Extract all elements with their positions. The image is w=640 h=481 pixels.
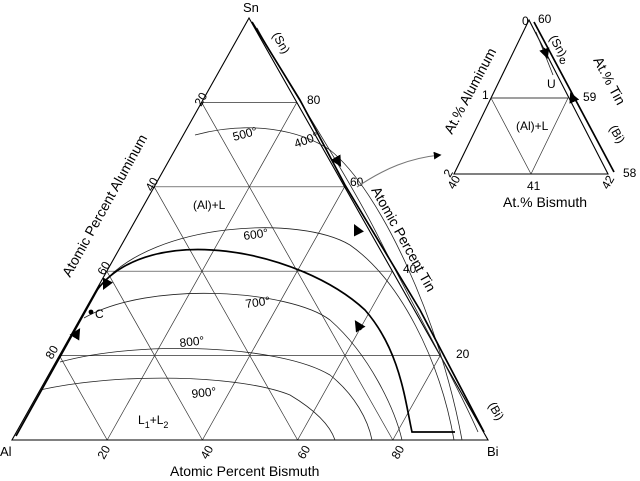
- grid-line-right-slant-0: [392, 355, 441, 441]
- inset-inner-triangle: [490, 97, 569, 175]
- isotherm-800-curve: [59, 348, 373, 441]
- bi-tick-40: 40: [197, 443, 216, 462]
- region-al-liquid-label: (Al)+L: [193, 198, 226, 212]
- al-tick-60: 60: [94, 259, 113, 278]
- isotherm-600-curve: [102, 227, 455, 441]
- region-l1-subscript: 1: [145, 420, 150, 430]
- isotherm-800-label: 800°: [179, 333, 205, 350]
- grid-line-left-slant-3: [201, 102, 394, 441]
- region-l2-subscript: 2: [163, 420, 168, 430]
- isotherm-500-label: 500°: [231, 124, 259, 144]
- point-c-marker: [88, 309, 94, 315]
- tin-tick-20: 20: [456, 347, 470, 361]
- arrow-al-edge-up: [69, 328, 81, 341]
- region-l1-l2-label: L1+L2: [138, 413, 168, 430]
- inset-point-u-label: U: [547, 77, 556, 91]
- inset-connector-arrow: [356, 151, 442, 188]
- point-c-label: C: [95, 307, 104, 321]
- inset-al-mid-tick: 1: [482, 88, 489, 102]
- inset-diagram: 60 0 58 40 1 2 59 41 42 At.% Aluminum At…: [440, 12, 636, 210]
- inset-phase-bi-label: (Bi): [606, 123, 627, 146]
- inset-sn-bold-edge: [533, 21, 615, 173]
- inset-bi-mid-tick: 41: [527, 179, 541, 193]
- inset-corner-zero-label: 0: [522, 14, 529, 28]
- main-grid: [59, 102, 441, 441]
- vertex-al-label: Al: [0, 444, 12, 459]
- phase-bi-label: (Bi): [485, 400, 506, 423]
- arrow-upper-left: [102, 277, 114, 291]
- inset-arrow-down: [539, 47, 550, 59]
- miscibility-boundary-curve: [96, 248, 455, 433]
- tin-tick-80: 80: [307, 93, 321, 107]
- main-arrows: [69, 154, 366, 341]
- inset-arrow-up: [569, 92, 580, 104]
- bismuth-axis-title: Atomic Percent Bismuth: [170, 463, 319, 479]
- inset-bi-corner-tick: 42: [598, 173, 617, 192]
- region-plus-l-text: +L: [150, 413, 164, 427]
- inset-corner-58-label: 58: [623, 166, 637, 180]
- grid-line-right-slant-2: [202, 186, 345, 441]
- inset-bismuth-axis-title: At.% Bismuth: [503, 194, 587, 210]
- bi-tick-60: 60: [294, 443, 313, 462]
- isotherm-900-label: 900°: [191, 384, 217, 401]
- isotherm-700-label: 700°: [244, 294, 271, 311]
- al-edge-line: [15, 284, 101, 437]
- vertex-sn-label: Sn: [243, 0, 259, 15]
- arrow-sn-down: [330, 154, 342, 167]
- al-tick-40: 40: [142, 175, 161, 194]
- tin-tick-40: 40: [403, 262, 417, 276]
- inset-corner-40-label: 40: [444, 173, 463, 192]
- inset-point-e-label: e: [559, 53, 566, 67]
- grid-line-left-slant-0: [59, 355, 108, 441]
- aluminum-axis-title: Atomic Percent Aluminum: [59, 131, 151, 279]
- grid-line-right-slant-3: [106, 102, 298, 441]
- isotherm-600-label: 600°: [242, 226, 269, 243]
- al-tick-80: 80: [42, 343, 61, 362]
- inset-corner-top-label: 60: [538, 12, 552, 26]
- inset-tin-mid-tick: 59: [583, 90, 597, 104]
- phase-sn-label: (Sn): [269, 30, 292, 57]
- inset-aluminum-axis-title: At.% Aluminum: [441, 45, 500, 136]
- al-tick-20: 20: [191, 90, 210, 109]
- arrow-boundary-up: [354, 320, 366, 333]
- arrow-bi-up: [353, 223, 365, 237]
- sn-edge-eutectic-line: [251, 21, 485, 433]
- isotherm-700-curve: [83, 292, 403, 441]
- isotherm-900-curve: [39, 377, 336, 441]
- region-l-text: L: [138, 413, 145, 427]
- inset-region-label: (Al)+L: [516, 119, 549, 133]
- grid-line-left-slant-2: [153, 186, 298, 441]
- bi-tick-80: 80: [388, 443, 407, 462]
- vertex-bi-label: Bi: [487, 444, 499, 459]
- bi-tick-20: 20: [94, 443, 113, 462]
- tin-axis-title: Atomic Percent Tin: [368, 184, 439, 295]
- main-triangle-frame: [11, 16, 489, 441]
- isotherm-400-curve: [256, 27, 479, 433]
- tin-tick-60: 60: [350, 175, 364, 189]
- main-diagram: C Sn Al Bi Atomic Percent Aluminum Atomi…: [0, 0, 507, 479]
- isotherm-400-label: 400°: [292, 129, 320, 151]
